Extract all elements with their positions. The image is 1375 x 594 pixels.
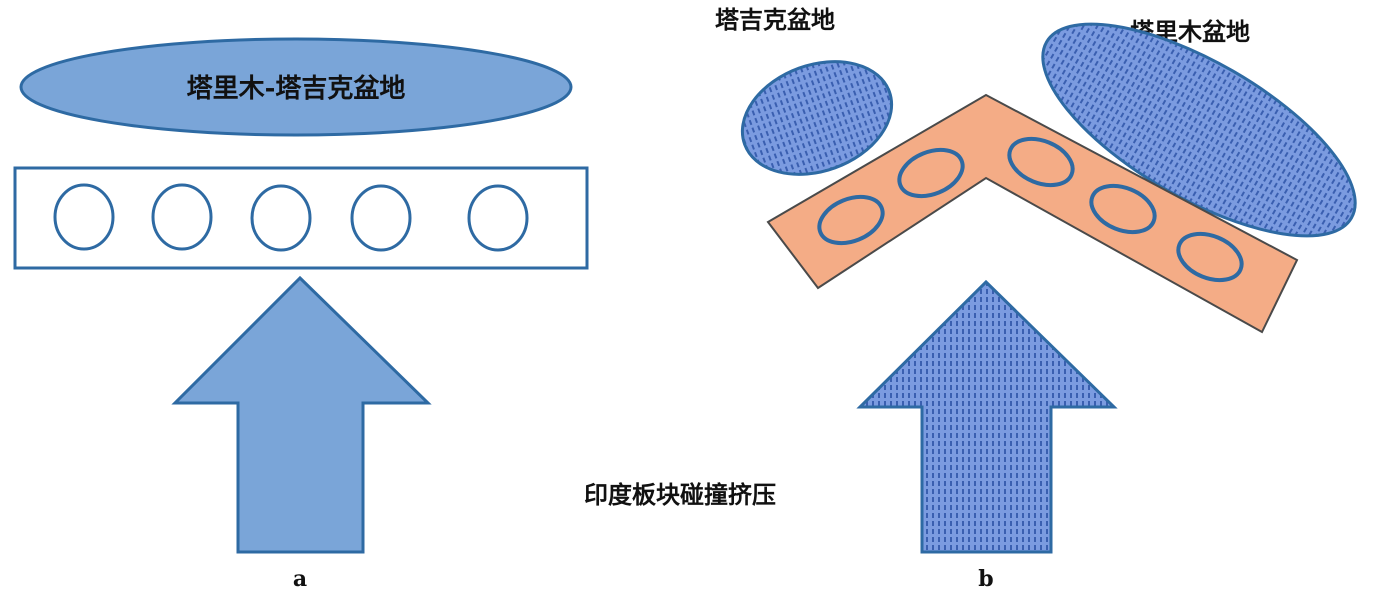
caption-b: b xyxy=(978,566,993,592)
belt-ellipse xyxy=(897,147,965,199)
panel-b: 塔吉克盆地 塔里木盆地 印度板块碰撞挤压 b xyxy=(584,5,1357,592)
belt-ellipse xyxy=(817,194,885,246)
block-circles xyxy=(53,183,529,252)
orogenic-belt xyxy=(766,93,1299,334)
tajik-basin-label: 塔吉克盆地 xyxy=(715,5,835,34)
compression-arrow-a xyxy=(171,275,432,554)
tarim-tajik-basin-label: 塔里木-塔吉克盆地 xyxy=(187,73,406,104)
block-circle xyxy=(350,184,412,252)
belt-ellipse xyxy=(1089,183,1157,235)
belt-ellipses xyxy=(817,136,1244,283)
tarim-tajik-basin-ellipse xyxy=(19,37,573,137)
belt-ellipse xyxy=(1176,231,1244,283)
belt-ellipse xyxy=(1007,136,1075,188)
caption-a: a xyxy=(293,566,307,592)
tajik-basin-ellipse xyxy=(740,60,894,176)
block-rectangle xyxy=(13,166,589,270)
panel-a: 塔里木-塔吉克盆地 a xyxy=(13,37,589,592)
india-collision-label: 印度板块碰撞挤压 xyxy=(584,480,776,509)
block-circle xyxy=(53,183,115,251)
block-circle xyxy=(151,183,213,251)
compression-arrow-b xyxy=(856,279,1118,554)
block-circle xyxy=(250,184,312,252)
block-circle xyxy=(467,184,529,252)
